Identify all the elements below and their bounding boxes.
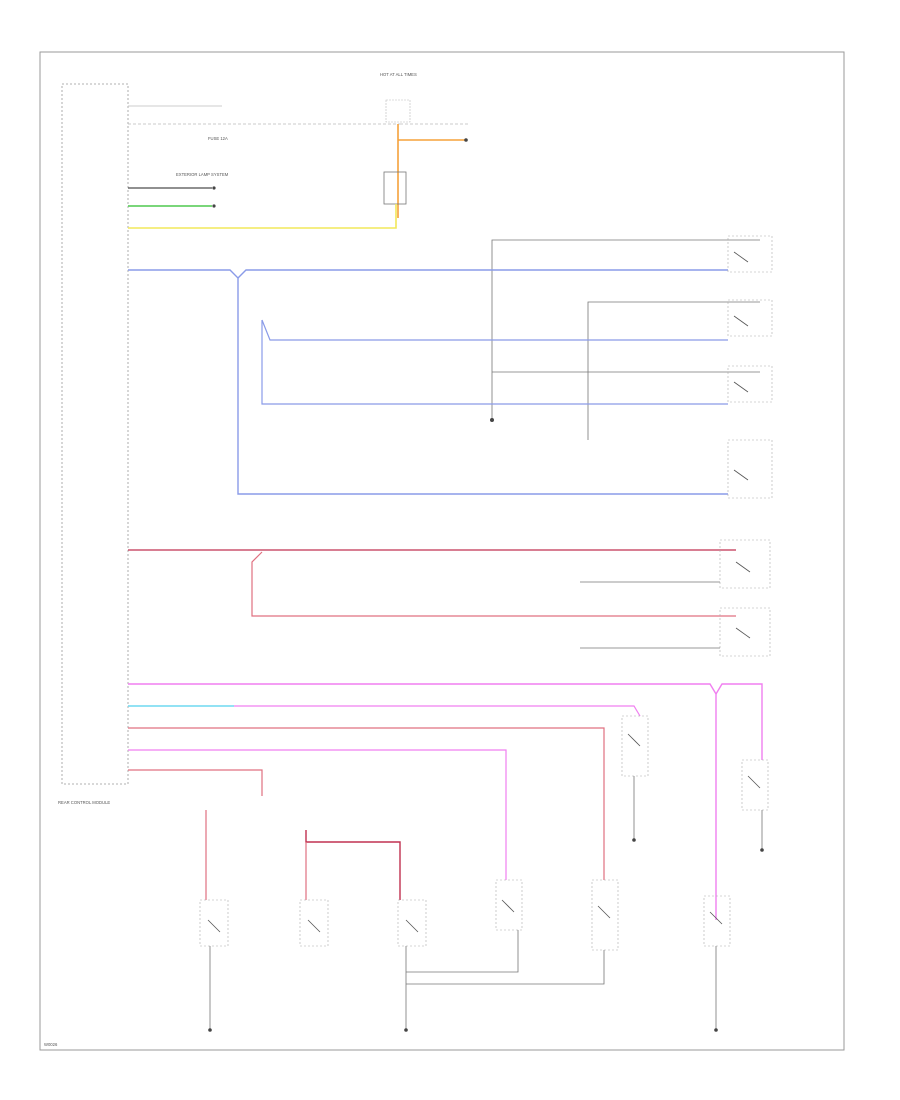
trunk-release-switch xyxy=(621,715,649,777)
seat-belt-switch xyxy=(591,879,619,951)
ground-symbol xyxy=(404,1028,408,1032)
diagram-frame xyxy=(39,51,845,1051)
exterior-lamps-label: EXTERIOR LAMP SYSTEM xyxy=(176,172,229,177)
passenger-door-ajar-switch xyxy=(727,299,773,337)
ground-symbol xyxy=(760,848,764,852)
relay-box xyxy=(383,171,407,205)
ground-symbol xyxy=(208,1028,212,1032)
fuse-label: FUSE 12A xyxy=(208,136,228,141)
ground-symbol xyxy=(632,838,636,842)
passenger-power-switch xyxy=(719,539,771,589)
driver-door-ajar-switch xyxy=(727,235,773,273)
ignition-key-switch xyxy=(495,879,523,931)
fuse-block xyxy=(385,99,411,123)
figure-code: W0026 xyxy=(44,1042,58,1047)
right-rear-lock-switch xyxy=(397,899,427,947)
key-lock-switch xyxy=(741,759,769,811)
left-rear-door-ajar-switch xyxy=(727,365,773,403)
driver-power-switch xyxy=(719,607,771,657)
fuse-block-title: HOT AT ALL TIMES xyxy=(380,72,417,77)
module-box xyxy=(61,83,129,785)
left-rear-lock-switch xyxy=(299,899,329,947)
trunk-lid-ajar-switch xyxy=(199,899,229,947)
ground-symbol xyxy=(714,1028,718,1032)
module-title: REAR CONTROL MODULE xyxy=(58,800,110,805)
right-rear-door-ajar-switch xyxy=(727,439,773,499)
door-lock-switch xyxy=(703,895,731,947)
